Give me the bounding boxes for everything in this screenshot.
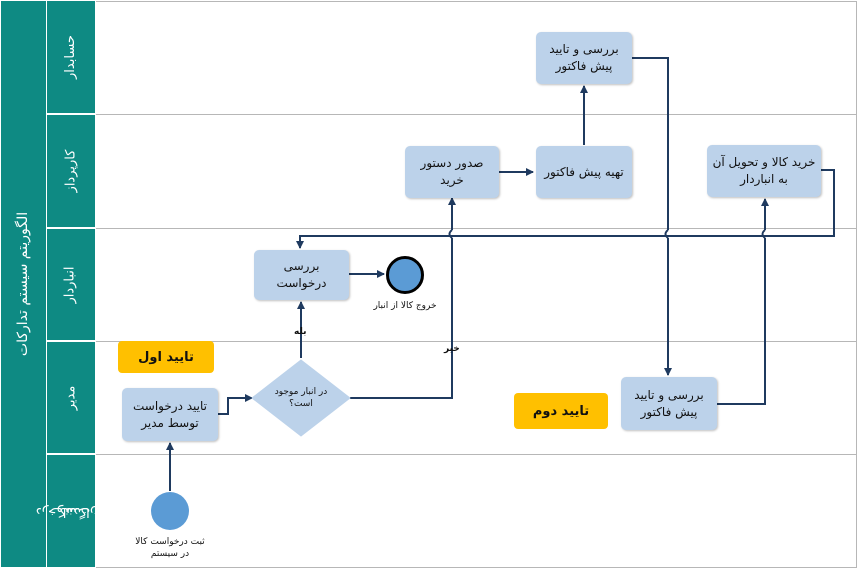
- task-manager-approve-request-line1: تایید درخواست: [133, 398, 207, 413]
- flow-buy-to-review-request: [296, 169, 835, 249]
- start-event-label-line1: ثبت درخواست کالا: [135, 537, 205, 547]
- lane-body-accountant: [96, 1, 857, 115]
- task-review-request: بررسی درخواست: [254, 250, 349, 300]
- flow-gateway-no: [350, 198, 452, 399]
- task-review-approve-proforma-accountant-line1: بررسی و تایید: [549, 42, 619, 56]
- lane-body-manager: [96, 342, 857, 455]
- flow-approval-to-gateway: [218, 394, 253, 415]
- lane-body-requesters: [96, 455, 857, 568]
- gateway-label-line1: در انبار موجود: [274, 387, 328, 397]
- task-issue-purchase-order-label: صدور دستور خرید: [420, 156, 484, 187]
- task-review-request-label: بررسی درخواست: [276, 259, 327, 290]
- task-prepare-proforma-label: تهیه پیش فاکتور: [544, 164, 624, 179]
- task-buy-and-deliver-line2: به انباردار: [740, 172, 788, 186]
- gateway-diamond: [251, 359, 351, 437]
- start-event: [151, 492, 189, 530]
- task-manager-approve-request-line2: توسط مدیر: [141, 415, 199, 430]
- gateway-label-line2: است؟: [289, 399, 313, 409]
- start-event-label-line2: در سیستم: [150, 549, 190, 559]
- task-review-approve-proforma-accountant-line2: پیش فاکتور: [555, 59, 613, 73]
- task-review-approve-proforma-accountant: بررسی و تایید پیش فاکتور: [536, 32, 632, 84]
- task-issue-purchase-order: صدور دستور خرید: [405, 146, 499, 198]
- lane-label-accountant: حسابدار: [47, 1, 95, 113]
- end-event-label: خروج کالا از انبار: [373, 301, 437, 311]
- task-manager-approve-request: تایید درخواست توسط مدیر: [122, 388, 218, 441]
- lane-label-manager: مدیر: [47, 342, 95, 453]
- task-review-approve-proforma-manager-line1: بررسی و تایید: [634, 387, 704, 402]
- lane-body-buyer: [96, 115, 857, 229]
- start-event-label: ثبت درخواست کالا در سیستم: [120, 536, 220, 560]
- task-prepare-proforma: تهیه پیش فاکتور: [536, 146, 632, 198]
- lane-body-warehouse: [96, 229, 857, 342]
- gateway-label: در انبار موجود است؟: [262, 386, 340, 410]
- task-review-approve-proforma-manager: بررسی و تایید پیش فاکتور: [621, 377, 717, 430]
- lane-label-requesters: درخواست کنندگان: [36, 455, 99, 567]
- pool-title: الگوریتم سیستم تدارکات: [1, 1, 46, 567]
- task-buy-and-deliver-line1: خرید کالا و تحویل آن: [712, 155, 816, 169]
- end-event: [386, 256, 424, 294]
- task-buy-and-deliver: خرید کالا و تحویل آن به انباردار: [707, 145, 821, 197]
- flow-review-to-second-review: [632, 57, 668, 375]
- note-second-approval: تایید دوم: [514, 393, 608, 429]
- lane-label-warehouse: انباردار: [47, 229, 95, 340]
- note-first-approval: تایید اول: [118, 341, 214, 373]
- lane-label-buyer: کارپرداز: [47, 115, 95, 227]
- task-review-approve-proforma-manager-line2: پیش فاکتور: [640, 404, 698, 419]
- branch-label-no: خیر: [444, 344, 460, 354]
- flow-second-review-to-buy: [717, 199, 765, 405]
- branch-label-yes: بله: [294, 327, 307, 337]
